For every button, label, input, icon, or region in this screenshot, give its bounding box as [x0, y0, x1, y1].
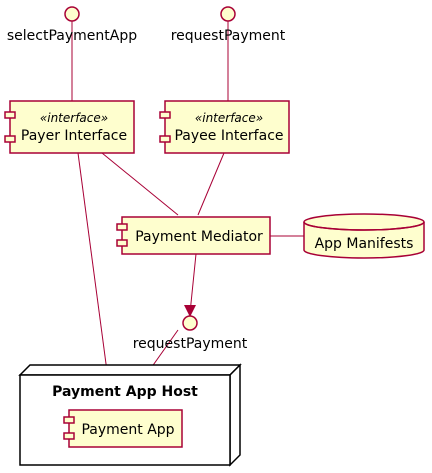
component-stereotype: «interface» [195, 111, 263, 125]
component-tab-top [159, 111, 171, 119]
component-tab-top [116, 223, 128, 231]
component-payment-app: Payment App [63, 409, 183, 448]
component-tab-bottom [116, 239, 128, 247]
node-title: Payment App Host [52, 384, 198, 400]
component-name: Payee Interface [174, 128, 283, 144]
database-rim [303, 221, 425, 231]
connector-payer-to-mediator [101, 152, 179, 216]
interface-icon-request-payment-bottom [182, 315, 198, 331]
component-stereotype: «interface» [40, 111, 108, 125]
arrowhead-to-request-payment [184, 305, 196, 317]
node-top-face [18, 364, 242, 376]
connector-mediator-to-request [189, 253, 197, 314]
interface-icon-select-payment-app [64, 6, 80, 22]
interface-label-request-payment-top: requestPayment [171, 28, 286, 44]
component-tab-bottom [4, 135, 16, 143]
component-name: Payment Mediator [135, 229, 263, 245]
component-body [9, 100, 135, 154]
interface-label-select-payment-app: selectPaymentApp [7, 28, 137, 44]
component-body [164, 100, 290, 154]
component-name: Payment App [81, 422, 174, 438]
database-body [303, 222, 425, 259]
component-body [68, 409, 183, 448]
component-name: Payer Interface [21, 128, 127, 144]
component-payment-mediator: Payment Mediator [116, 216, 271, 255]
connector-payee-to-mediator [197, 152, 225, 216]
database-name: App Manifests [315, 236, 414, 252]
component-payer-interface: «interface» Payer Interface [4, 100, 135, 154]
interface-label-request-payment-bottom: requestPayment [133, 336, 248, 352]
component-body [121, 216, 271, 255]
database-app-manifests: App Manifests [303, 213, 425, 259]
interface-icon-request-payment-top [220, 6, 236, 22]
component-tab-top [4, 111, 16, 119]
component-tab-bottom [159, 135, 171, 143]
component-tab-bottom [63, 432, 75, 440]
component-tab-top [63, 416, 75, 424]
component-payee-interface: «interface» Payee Interface [159, 100, 290, 154]
node-side-face [229, 363, 241, 467]
